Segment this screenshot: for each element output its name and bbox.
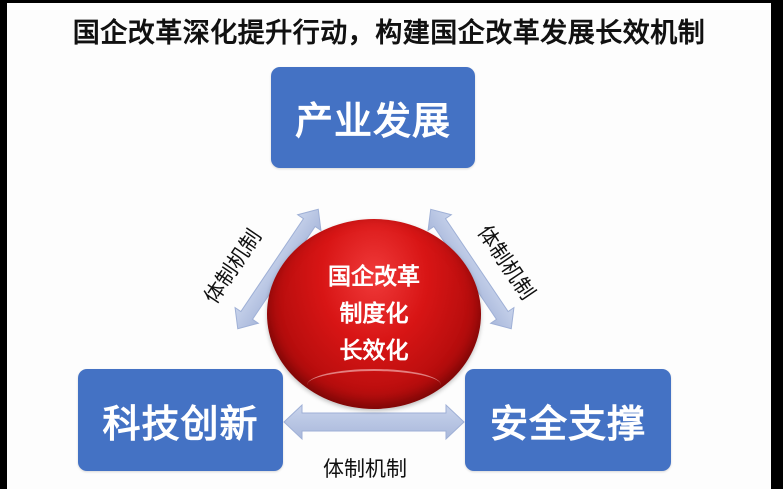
center-line-3: 长效化 [339,338,409,364]
slide: 国企改革深化提升行动，构建国企改革发展长效机制 国企改革 制度化 长效化 产业发… [7,3,771,489]
node-industry-development: 产业发展 [271,67,475,168]
center-sphere [267,219,481,409]
arrows-layer [234,208,515,441]
node-security-support: 安全支撑 [465,369,671,471]
slide-title: 国企改革深化提升行动，构建国企改革发展长效机制 [72,18,706,49]
double-arrow-bottom [283,403,465,441]
node-tech-innovation: 科技创新 [78,369,283,471]
double-arrow-right [427,208,515,330]
center-line-1: 国企改革 [328,264,420,290]
center-text: 国企改革 制度化 长效化 [267,259,481,370]
center-line-2: 制度化 [339,301,409,327]
double-arrow-left [234,208,322,330]
edge-label-bottom: 体制机制 [323,457,407,481]
